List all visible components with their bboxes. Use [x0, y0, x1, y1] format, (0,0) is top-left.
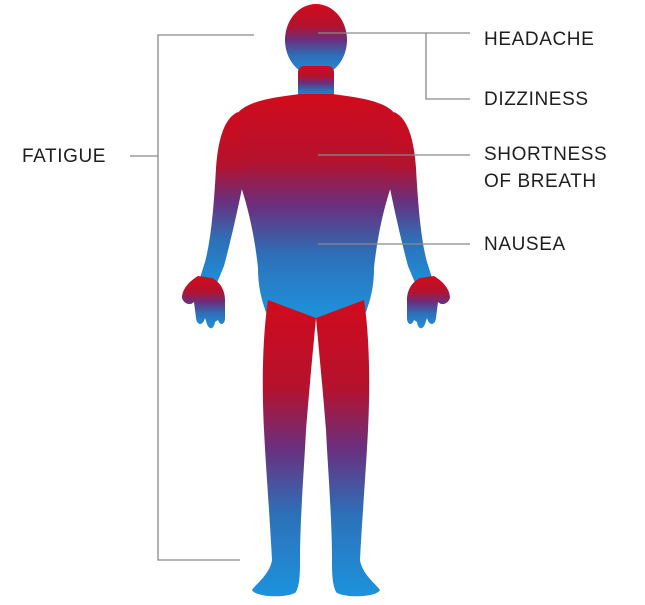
right-arm: [386, 112, 434, 290]
nausea-label: NAUSEA: [484, 231, 566, 258]
shortness-of-breath-line-2: OF BREATH: [484, 168, 607, 195]
headache-label: HEADACHE: [484, 26, 594, 53]
shortness-of-breath-label: SHORTNESS OF BREATH: [484, 141, 607, 195]
right-hand: [407, 276, 450, 328]
head: [285, 4, 347, 76]
torso: [232, 94, 401, 318]
left-arm: [198, 112, 246, 290]
shortness-of-breath-line-1: SHORTNESS: [484, 141, 607, 168]
left-leg: [252, 300, 316, 596]
dizziness-label: DIZZINESS: [484, 86, 589, 113]
fatigue-label: FATIGUE: [22, 143, 106, 170]
left-hand: [182, 276, 225, 328]
dizziness-leader-line: [426, 33, 470, 99]
human-body-silhouette: [182, 4, 450, 596]
right-leg: [316, 300, 380, 596]
